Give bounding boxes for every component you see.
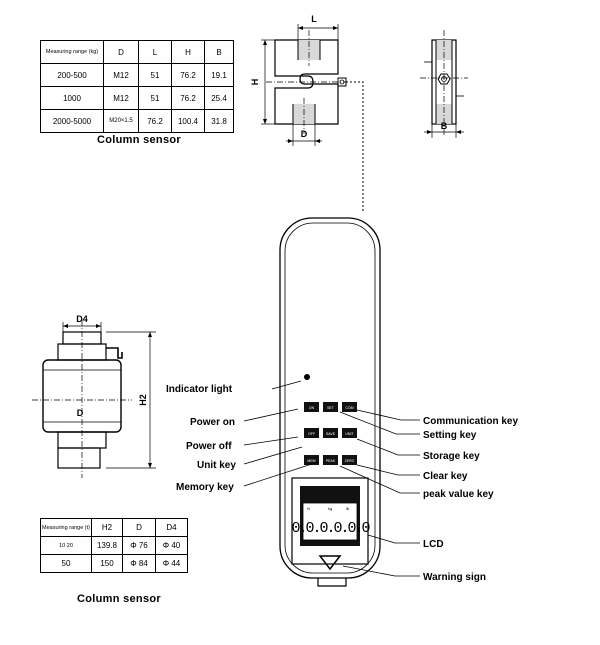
key-label: SAVE	[326, 432, 336, 436]
bottom-caption: Column sensor	[77, 593, 161, 605]
key-cap[interactable]	[342, 402, 357, 412]
label-warning-sign: Warning sign	[423, 572, 486, 583]
key-label: MEM	[307, 459, 315, 463]
dim-label-b: B	[441, 121, 448, 131]
table-header-row: Measuring range (t) H2 D D4	[40, 518, 188, 537]
lcd-legend: N	[307, 506, 310, 511]
key-cap[interactable]	[323, 455, 338, 465]
label-communication-key: Communication key	[423, 416, 518, 427]
key-cap[interactable]	[304, 455, 319, 465]
table-cell: Φ 84	[122, 554, 156, 573]
dim-label-h: H	[250, 79, 260, 86]
dim-label-d: D	[301, 129, 308, 139]
label-peak-value-key: peak value key	[423, 489, 494, 500]
storage-key[interactable]: SAVE	[323, 428, 338, 438]
unit-key[interactable]: UNIT	[342, 428, 357, 438]
dim-label-d4: D4	[76, 314, 88, 324]
instrument-body	[279, 217, 381, 587]
table-cell: 2000-5000	[40, 109, 104, 133]
label-clear-key: Clear key	[423, 471, 468, 482]
keypad: ON SET COM OFF SAVE UNIT MEM PEAK ZERO	[304, 402, 357, 465]
communication-key[interactable]: COM	[342, 402, 357, 412]
bottom-spec-table: Measuring range (t) H2 D D4 10 20 139.8 …	[40, 518, 188, 573]
table-cell: Φ 44	[155, 554, 188, 573]
key-cap[interactable]	[304, 402, 319, 412]
lcd-digits: 0.0.0.0.0.0	[291, 520, 370, 537]
key-cap[interactable]	[323, 428, 338, 438]
lcd-legend: lb	[346, 506, 350, 511]
label-memory-key: Memory key	[176, 482, 234, 493]
key-label: UNIT	[345, 432, 354, 436]
label-storage-key: Storage key	[423, 451, 480, 462]
power-on-key[interactable]: ON	[304, 402, 319, 412]
key-cap[interactable]	[342, 428, 357, 438]
memory-key[interactable]: MEM	[304, 455, 319, 465]
top-spec-table: Measuring range (kg) D L H B 200-500 M12…	[40, 40, 234, 133]
label-lcd: LCD	[423, 539, 444, 550]
s-sensor-side-view	[420, 30, 468, 136]
dim-label-l: L	[311, 14, 317, 24]
key-cap[interactable]	[323, 402, 338, 412]
dim-label-d-column: D	[77, 408, 84, 418]
key-label: COM	[345, 406, 353, 410]
key-label: ZERO	[345, 459, 355, 463]
top-caption: Column sensor	[97, 134, 181, 146]
header-b: B	[204, 40, 234, 64]
table-cell: 19.1	[204, 63, 234, 87]
table-cell: 100.4	[171, 109, 205, 133]
table-header-row: Measuring range (kg) D L H B	[40, 40, 234, 64]
key-label: ON	[309, 406, 315, 410]
label-unit-key: Unit key	[197, 460, 236, 471]
label-indicator-light: Indicator light	[166, 384, 233, 395]
table-cell: 76.2	[138, 109, 172, 133]
table-cell: 51	[138, 86, 172, 110]
key-cap[interactable]	[304, 428, 319, 438]
lcd-legend: kg	[328, 506, 332, 511]
key-label: PEAK	[326, 459, 336, 463]
table-row: 50 150 Φ 84 Φ 44	[40, 554, 188, 573]
label-power-off: Power off	[186, 441, 232, 452]
peak-value-key[interactable]: PEAK	[323, 455, 338, 465]
setting-key[interactable]: SET	[323, 402, 338, 412]
lcd-display: N kg lb 0.0.0.0.0.0	[291, 506, 372, 537]
table-cell: 31.8	[204, 109, 234, 133]
indicator-light	[304, 374, 310, 380]
clear-key[interactable]: ZERO	[342, 455, 357, 465]
column-sensor-drawing	[32, 320, 132, 478]
label-power-on: Power on	[190, 417, 235, 428]
table-cell: 200-500	[40, 63, 104, 87]
warning-triangle-icon	[318, 555, 342, 571]
label-setting-key: Setting key	[423, 430, 477, 441]
table-row: 1000 M12 51 76.2 25.4	[40, 86, 234, 110]
table-cell: 50	[40, 554, 92, 573]
table-cell: M20×1.5	[103, 109, 139, 133]
key-label: OFF	[308, 432, 315, 436]
table-row: 2000-5000 M20×1.5 76.2 100.4 31.8	[40, 109, 234, 133]
dim-label-h2: H2	[138, 394, 148, 406]
key-label: SET	[327, 406, 335, 410]
s-sensor-front-view	[266, 30, 347, 134]
power-off-key[interactable]: OFF	[304, 428, 319, 438]
key-cap[interactable]	[342, 455, 357, 465]
